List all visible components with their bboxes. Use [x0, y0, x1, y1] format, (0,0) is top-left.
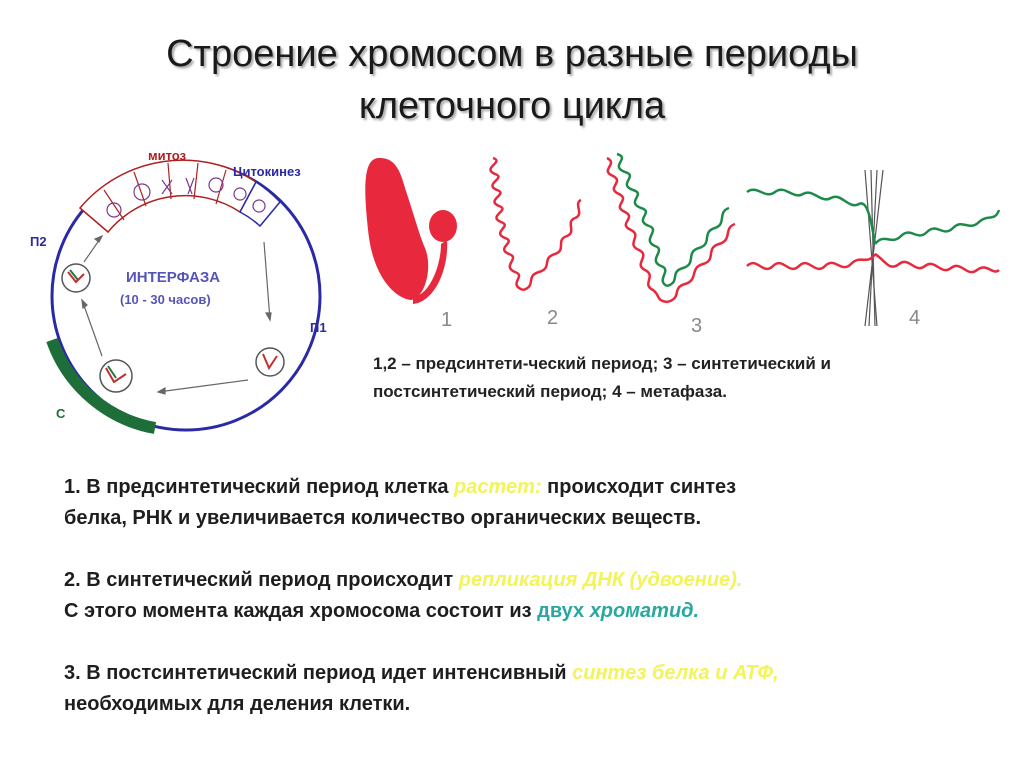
label-interphase: ИНТЕРФАЗА	[126, 269, 220, 286]
label-mitosis: митоз	[148, 148, 187, 163]
cell-cycle-diagram: митоз Цитокинез ИНТЕРФАЗА (10 - 30 часов…	[30, 148, 327, 434]
page-title: Строение хромосом в разные периоды клето…	[0, 28, 1024, 132]
paragraph-2: 2. В синтетический период происходит реп…	[64, 565, 1004, 627]
mitosis-band	[78, 159, 282, 234]
p3-text-a: 3. В постсинтетический период идет интен…	[64, 662, 573, 684]
chromosome-3	[606, 152, 736, 304]
cycle-arrows	[81, 234, 272, 395]
p2-text-b: С этого момента каждая хромосома состоит…	[64, 600, 538, 622]
caption-line-2: постсинтетический период; 4 – метафаза.	[373, 382, 727, 401]
chromosome-num-3: 3	[691, 315, 702, 337]
label-s: С	[56, 406, 66, 421]
p2-text-a: 2. В синтетический период происходит	[64, 569, 459, 591]
paragraph-3: 3. В постсинтетический период идет интен…	[64, 658, 1004, 720]
label-cytokinesis: Цитокинез	[233, 164, 301, 179]
chromosome-num-1: 1	[441, 309, 452, 331]
paragraph-1: 1. В предсинтетический период клетка рас…	[64, 472, 1004, 534]
p1-text-b: происходит синтез	[541, 476, 737, 498]
p3-highlight: синтез белка и АТФ,	[572, 662, 779, 684]
title-line-2: клеточного цикла	[358, 85, 666, 127]
cell-p2	[61, 263, 91, 293]
p2-highlight: репликация ДНК (удвоение).	[458, 569, 743, 591]
s-phase-arc	[46, 337, 157, 434]
p1-text-a: 1. В предсинтетический период клетка	[64, 476, 455, 498]
title-line-1: Строение хромосом в разные периоды	[166, 33, 858, 75]
label-p1: П1	[310, 320, 327, 335]
p2-teal-1: двух	[537, 600, 590, 622]
chromosome-num-4: 4	[909, 307, 920, 329]
p1-highlight: растет:	[454, 476, 542, 498]
chromosome-1	[365, 158, 457, 304]
chromosome-4	[746, 169, 1001, 327]
p3-text-b: необходимых для деления клетки.	[64, 693, 411, 715]
p1-text-c: белка, РНК и увеличивается количество ор…	[64, 507, 702, 529]
p2-teal-2: хроматид.	[589, 600, 700, 622]
chromosome-2	[489, 156, 582, 292]
chromosome-caption: 1,2 – предсинтети-ческий период; 3 – син…	[373, 350, 1013, 406]
cell-p1	[255, 347, 285, 377]
chromosome-num-2: 2	[547, 307, 558, 329]
label-duration: (10 - 30 часов)	[120, 292, 211, 307]
cell-s	[99, 359, 133, 393]
label-p2: П2	[30, 234, 47, 249]
caption-line-1: 1,2 – предсинтети-ческий период; 3 – син…	[373, 354, 831, 373]
body-text: 1. В предсинтетический период клетка рас…	[64, 472, 1004, 751]
chromosome-illustrations: 1 2 3 4	[365, 152, 1001, 337]
